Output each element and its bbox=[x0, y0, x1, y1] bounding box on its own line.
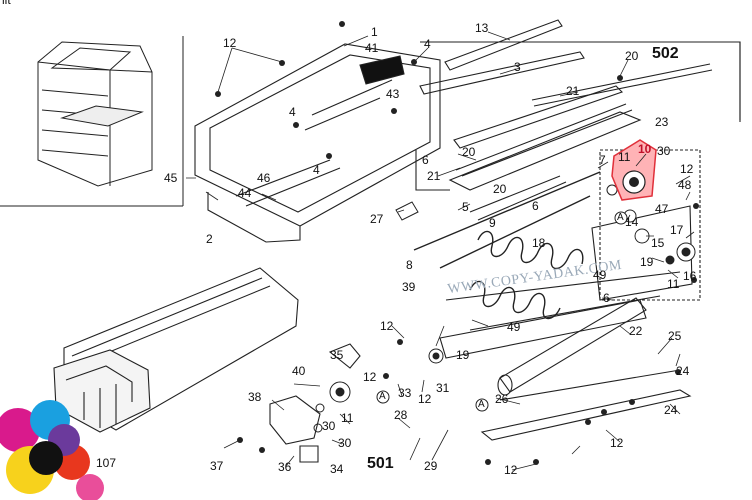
color-badge bbox=[0, 400, 104, 500]
callout-17: 17 bbox=[670, 223, 684, 237]
callout-20: 20 bbox=[625, 49, 639, 63]
callout-a: A bbox=[617, 212, 624, 223]
callout-4: 4 bbox=[289, 105, 296, 119]
callout-30: 30 bbox=[657, 144, 671, 158]
callout-a: A bbox=[478, 399, 485, 410]
callout-41: 41 bbox=[365, 41, 379, 55]
callout-1: 1 bbox=[371, 25, 378, 39]
callout-28: 28 bbox=[394, 408, 408, 422]
callout-43: 43 bbox=[386, 87, 400, 101]
callout-19: 19 bbox=[640, 255, 654, 269]
callout-a: A bbox=[379, 391, 386, 402]
callout-12: 12 bbox=[680, 162, 694, 176]
callout-49: 49 bbox=[593, 268, 607, 282]
callout-26: 26 bbox=[495, 392, 509, 406]
callout-4: 4 bbox=[313, 163, 320, 177]
callout-15: 15 bbox=[651, 236, 665, 250]
callout-44: 44 bbox=[238, 186, 252, 200]
callout-21: 21 bbox=[566, 84, 580, 98]
badge-code: 107 bbox=[96, 456, 117, 470]
callout-36: 36 bbox=[278, 460, 292, 474]
callout-47: 47 bbox=[655, 202, 669, 216]
callout-31: 31 bbox=[436, 381, 450, 395]
callout-22: 22 bbox=[629, 324, 643, 338]
callout-12: 12 bbox=[380, 319, 394, 333]
callout-33: 33 bbox=[398, 386, 412, 400]
callout-9: 9 bbox=[489, 216, 496, 230]
callout-10: 10 bbox=[638, 142, 652, 156]
corner-text: iit bbox=[2, 0, 11, 7]
frame-502 bbox=[415, 41, 741, 301]
callout-6: 6 bbox=[532, 199, 539, 213]
callout-21: 21 bbox=[427, 169, 441, 183]
callout-24: 24 bbox=[664, 403, 678, 417]
callout-14: 14 bbox=[625, 215, 639, 229]
callout-27: 27 bbox=[370, 212, 384, 226]
callout-29: 29 bbox=[424, 459, 438, 473]
callout-16: 16 bbox=[683, 269, 697, 283]
callout-46: 46 bbox=[257, 171, 271, 185]
callout-13: 13 bbox=[475, 21, 489, 35]
callout-23: 23 bbox=[655, 115, 669, 129]
callout-30: 30 bbox=[322, 419, 336, 433]
callout-38: 38 bbox=[248, 390, 262, 404]
callout-7: 7 bbox=[599, 153, 606, 167]
top-cover-frame bbox=[194, 43, 441, 243]
callout-25: 25 bbox=[668, 329, 682, 343]
unit-502-label: 502 bbox=[652, 45, 679, 62]
callout-35: 35 bbox=[330, 348, 344, 362]
leader-lines bbox=[186, 31, 695, 471]
callout-12: 12 bbox=[418, 392, 432, 406]
callout-48: 48 bbox=[678, 178, 692, 192]
callout-12: 12 bbox=[363, 370, 377, 384]
unit-501-label: 501 bbox=[367, 455, 394, 472]
callout-6: 6 bbox=[422, 153, 429, 167]
callout-30: 30 bbox=[338, 436, 352, 450]
callout-12: 12 bbox=[504, 463, 518, 477]
callout-24: 24 bbox=[676, 364, 690, 378]
gears bbox=[313, 184, 696, 433]
rollers bbox=[439, 271, 692, 441]
callout-39: 39 bbox=[402, 280, 416, 294]
callout-34: 34 bbox=[330, 462, 344, 476]
callout-12: 12 bbox=[223, 36, 237, 50]
callout-49: 49 bbox=[507, 320, 521, 334]
callout-11: 11 bbox=[341, 411, 354, 425]
callout-20: 20 bbox=[462, 145, 476, 159]
developing-cartridge bbox=[53, 267, 299, 433]
reference-circles bbox=[376, 211, 628, 412]
callout-11: 11 bbox=[618, 150, 631, 164]
callout-4: 4 bbox=[424, 37, 431, 51]
guide-rails bbox=[419, 19, 741, 221]
callout-3: 3 bbox=[514, 60, 521, 74]
screws bbox=[215, 21, 699, 465]
callout-20: 20 bbox=[493, 182, 507, 196]
augers bbox=[413, 171, 601, 320]
callout-19: 19 bbox=[456, 348, 470, 362]
callout-2: 2 bbox=[206, 232, 213, 246]
callout-11: 11 bbox=[667, 277, 680, 291]
callout-5: 5 bbox=[462, 200, 469, 214]
callout-45: 45 bbox=[164, 171, 178, 185]
callout-18: 18 bbox=[532, 236, 546, 250]
copier-thumbnail bbox=[0, 36, 184, 207]
callout-6: 6 bbox=[603, 291, 610, 305]
callout-12: 12 bbox=[610, 436, 624, 450]
callout-37: 37 bbox=[210, 459, 224, 473]
callout-40: 40 bbox=[292, 364, 306, 378]
drive-side-plate bbox=[269, 343, 361, 463]
callout-8: 8 bbox=[406, 258, 413, 272]
